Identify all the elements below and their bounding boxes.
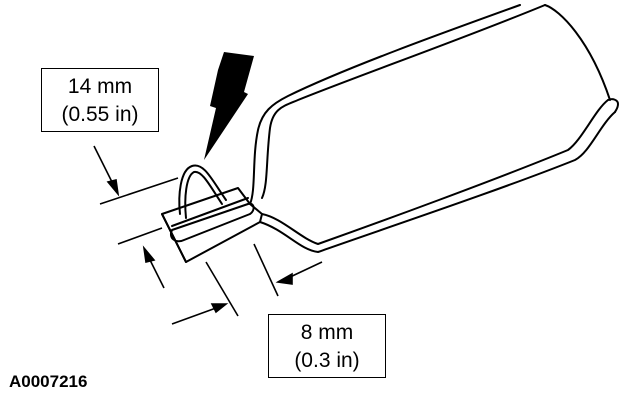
dimension-14-metric: 14 mm xyxy=(67,75,133,98)
dimension-8-imperial: (0.3 in) xyxy=(294,349,360,372)
dim-8-leader-left xyxy=(171,307,217,325)
dim-8-leader-right xyxy=(287,261,323,279)
dim-14-leader-top xyxy=(93,145,115,187)
dimension-14-imperial: (0.55 in) xyxy=(61,103,139,126)
wiper-arm-underside-inner xyxy=(261,99,609,245)
dim-8-extension-left xyxy=(205,261,239,317)
wiper-arm-tip xyxy=(607,98,619,113)
wiper-arm-top-curve xyxy=(544,4,611,101)
dimension-label-14mm: 14 mm (0.55 in) xyxy=(41,68,159,132)
dim-8-arrow-left-icon xyxy=(210,303,229,314)
dimension-8-metric: 8 mm xyxy=(300,321,354,344)
retaining-clip-inner xyxy=(184,170,223,219)
dim-14-extension-bottom xyxy=(117,227,163,245)
retaining-clip xyxy=(178,164,227,215)
figure-code: A0007216 xyxy=(9,372,88,391)
wiper-arm-underside xyxy=(259,111,616,253)
dim-8-arrow-right-icon xyxy=(275,272,293,285)
clip-block-inner-line xyxy=(171,197,249,227)
dimension-label-8mm: 8 mm (0.3 in) xyxy=(268,314,386,378)
clip-slot xyxy=(170,202,255,243)
dim-14-extension-top xyxy=(99,177,179,205)
pointer-arrow-icon xyxy=(204,52,254,160)
clip-block-front-edge xyxy=(161,213,187,263)
dim-14-arrow-top-icon xyxy=(106,179,120,197)
dim-8-extension-right xyxy=(253,243,279,297)
wiper-arm-outer-edge xyxy=(261,4,546,199)
wiper-arm-inner-edge xyxy=(249,4,521,205)
dim-14-arrow-bottom-icon xyxy=(142,245,156,263)
